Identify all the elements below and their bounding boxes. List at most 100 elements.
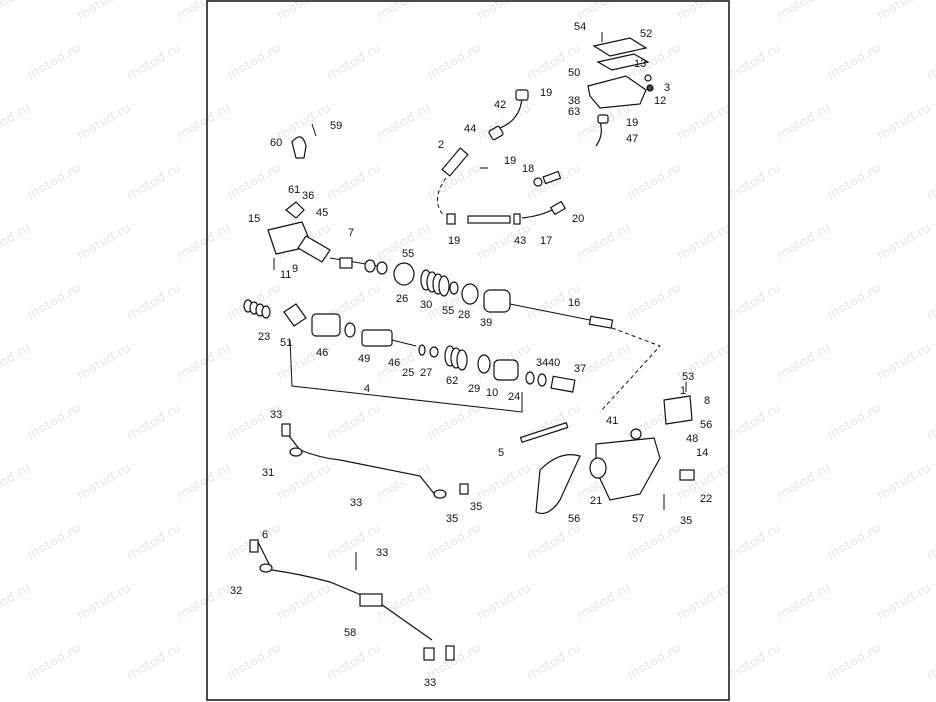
callout-label: 11 (280, 269, 291, 281)
watermark-text: motod.ru (0, 101, 34, 144)
watermark-text: motod.ru (825, 521, 884, 564)
watermark-text: motod.ru (425, 41, 484, 84)
watermark-text: motod.ru (225, 401, 284, 444)
callout-label: 21 (590, 495, 602, 507)
watermark-text: motod.ru (925, 641, 936, 684)
watermark-text: motod.ru (825, 41, 884, 84)
callout-label: 36 (302, 190, 314, 202)
watermark-text: motod.ru (575, 0, 634, 23)
watermark-text: motod.ru (225, 161, 284, 204)
brake-hose-group (437, 89, 609, 225)
callout-label: 18 (522, 163, 534, 175)
watermark-text: motod.ru (625, 641, 684, 684)
watermark-text: motod.ru (875, 581, 934, 624)
watermark-text: motod.ru (25, 161, 84, 204)
watermark-text: motod.ru (275, 101, 334, 144)
watermark-text: motod.ru (125, 161, 184, 204)
watermark-text: motod.ru (825, 401, 884, 444)
callout-label: 32 (230, 585, 242, 597)
watermark-text: motod.ru (75, 341, 134, 384)
callout-label: 19 (626, 117, 638, 129)
watermark-text: motod.ru (125, 401, 184, 444)
callout-label: 33 (350, 497, 362, 509)
callout-label: 58 (344, 627, 356, 639)
watermark-text: motod.ru (25, 41, 84, 84)
watermark-text: motod.ru (925, 521, 936, 564)
watermark-text: motod.ru (625, 521, 684, 564)
callout-label: 33 (424, 677, 436, 689)
callout-label: 24 (508, 391, 520, 403)
watermark-text: motod.ru (175, 341, 234, 384)
watermark-text: motod.ru (725, 41, 784, 84)
callout-label: 25 (402, 367, 414, 379)
callout-label: 35 (680, 515, 692, 527)
watermark-text: motod.ru (125, 521, 184, 564)
callout-label: 61 (288, 184, 300, 196)
watermark-text: motod.ru (475, 0, 534, 23)
watermark-text: motod.ru (875, 101, 934, 144)
watermark-text: motod.ru (25, 401, 84, 444)
watermark-text: motod.ru (25, 521, 84, 564)
callout-label: 59 (330, 120, 342, 132)
watermark-text: motod.ru (0, 341, 34, 384)
callout-label: 46 (316, 347, 328, 359)
watermark-text: motod.ru (175, 0, 234, 23)
watermark-text: motod.ru (75, 101, 134, 144)
callout-label: 28 (458, 309, 470, 321)
watermark-text: motod.ru (925, 401, 936, 444)
callout-label: 45 (316, 207, 328, 219)
watermark-text: motod.ru (625, 281, 684, 324)
watermark-text: motod.ru (225, 41, 284, 84)
watermark-text: motod.ru (175, 101, 234, 144)
callout-label: 7 (348, 227, 354, 239)
callout-label: 57 (632, 513, 644, 525)
callout-label: 47 (626, 133, 638, 145)
callout-label: 56 (700, 419, 712, 431)
watermark-text: motod.ru (775, 581, 834, 624)
callout-label: 50 (568, 67, 580, 79)
watermark-text: motod.ru (725, 281, 784, 324)
callout-label: 19 (504, 155, 516, 167)
callout-label: 13 (634, 58, 646, 70)
brake-line-31 (281, 423, 469, 499)
watermark-text: motod.ru (175, 221, 234, 264)
callout-label: 4 (364, 383, 370, 395)
callout-label: 1 (680, 385, 686, 397)
watermark-text: motod.ru (725, 161, 784, 204)
watermark-text: motod.ru (25, 641, 84, 684)
cylinder-row-2 (243, 299, 661, 413)
watermark-text: motod.ru (675, 0, 734, 23)
callout-label: 37 (574, 363, 586, 375)
watermark-text: motod.ru (275, 0, 334, 23)
watermark-text: motod.ru (75, 461, 134, 504)
callout-label: 10 (486, 387, 498, 399)
pedal-group (519, 382, 695, 515)
watermark-text: motod.ru (675, 101, 734, 144)
watermark-text: motod.ru (875, 341, 934, 384)
watermark-text: motod.ru (475, 461, 534, 504)
callout-label: 31 (262, 467, 274, 479)
callout-label: 48 (686, 433, 698, 445)
watermark-text: motod.ru (75, 581, 134, 624)
watermark-text: motod.ru (875, 221, 934, 264)
callout-label: 29 (468, 383, 480, 395)
callout-label: 8 (704, 395, 710, 407)
watermark-text: motod.ru (675, 221, 734, 264)
watermark-text: motod.ru (725, 521, 784, 564)
watermark-text: motod.ru (675, 581, 734, 624)
watermark-text: motod.ru (775, 221, 834, 264)
callout-label: 38 (568, 95, 580, 107)
watermark-text: motod.ru (625, 161, 684, 204)
watermark-text: motod.ru (825, 641, 884, 684)
watermark-text: motod.ru (75, 221, 134, 264)
callout-label: 52 (640, 28, 652, 40)
callout-label: 9 (292, 263, 298, 275)
callout-label: 2 (438, 139, 444, 151)
callout-label: 44 (464, 123, 476, 135)
callout-label: 19 (448, 235, 460, 247)
watermark-text: motod.ru (575, 581, 634, 624)
watermark-text: motod.ru (175, 461, 234, 504)
watermark-text: motod.ru (375, 101, 434, 144)
callout-label: 27 (420, 367, 432, 379)
